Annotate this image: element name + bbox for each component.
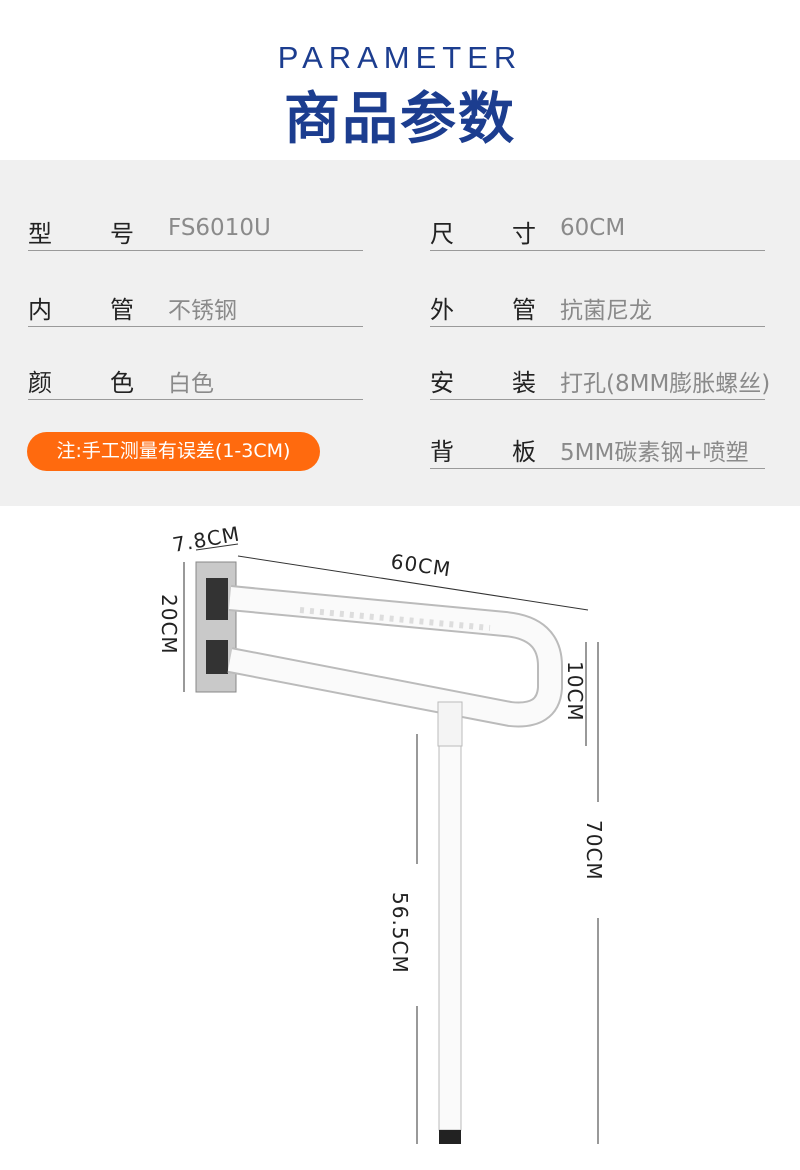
- label: 号: [110, 220, 134, 248]
- title-english: PARAMETER: [277, 40, 523, 75]
- param-size: 尺 寸 60CM: [430, 206, 765, 251]
- param-backplate: 背 板 5MM碳素钢+喷塑: [430, 424, 765, 469]
- value: 5MM碳素钢+喷塑: [560, 440, 749, 466]
- label: 色: [110, 369, 134, 397]
- value: FS6010U: [168, 215, 271, 241]
- rail-gap-label: 10CM: [563, 661, 587, 722]
- u-shaped-rail: [227, 585, 563, 728]
- length-label: 60CM: [389, 549, 452, 581]
- value: 打孔(8MM膨胀螺丝): [560, 371, 771, 397]
- label: 管: [512, 296, 536, 324]
- hinge-lower: [206, 640, 228, 674]
- label: 内: [28, 296, 52, 324]
- measurement-note-badge: 注:手工测量有误差(1-3CM): [27, 432, 320, 471]
- param-outer-tube: 外 管抗菌尼龙: [430, 282, 765, 327]
- param-inner-tube: 内 管 不锈钢: [28, 282, 363, 327]
- plate-height-label: 20CM: [157, 594, 181, 655]
- product-dimension-diagram: 7.8CM 60CM 20CM 10CM 70CM 56.5CM: [157, 521, 606, 1144]
- value: 白色: [168, 371, 214, 397]
- param-install: 安 装打孔(8MM膨胀螺丝): [430, 355, 770, 400]
- label: 管: [110, 296, 134, 324]
- dimension-lines: [183, 543, 599, 1144]
- label: 型: [28, 220, 52, 248]
- param-model: 型 号 FS6010U: [28, 206, 363, 251]
- total-height-label: 70CM: [582, 820, 606, 881]
- label: 板: [512, 438, 536, 466]
- hinge-upper: [206, 578, 228, 620]
- title-chinese: 商品参数: [284, 87, 516, 152]
- label: 装: [512, 369, 536, 397]
- value: 抗菌尼龙: [560, 298, 652, 324]
- depth-label: 7.8CM: [171, 521, 242, 556]
- label: 寸: [512, 220, 536, 248]
- label: 颜: [28, 369, 52, 397]
- label: 背: [430, 438, 454, 466]
- label: 安: [430, 369, 454, 397]
- leg-length-label: 56.5CM: [388, 892, 412, 974]
- label: 外: [430, 296, 454, 324]
- support-leg: [437, 701, 463, 1144]
- value: 不锈钢: [168, 298, 237, 324]
- value: 60CM: [560, 215, 626, 241]
- label: 尺: [430, 220, 454, 248]
- param-color: 颜 色 白色: [28, 355, 363, 400]
